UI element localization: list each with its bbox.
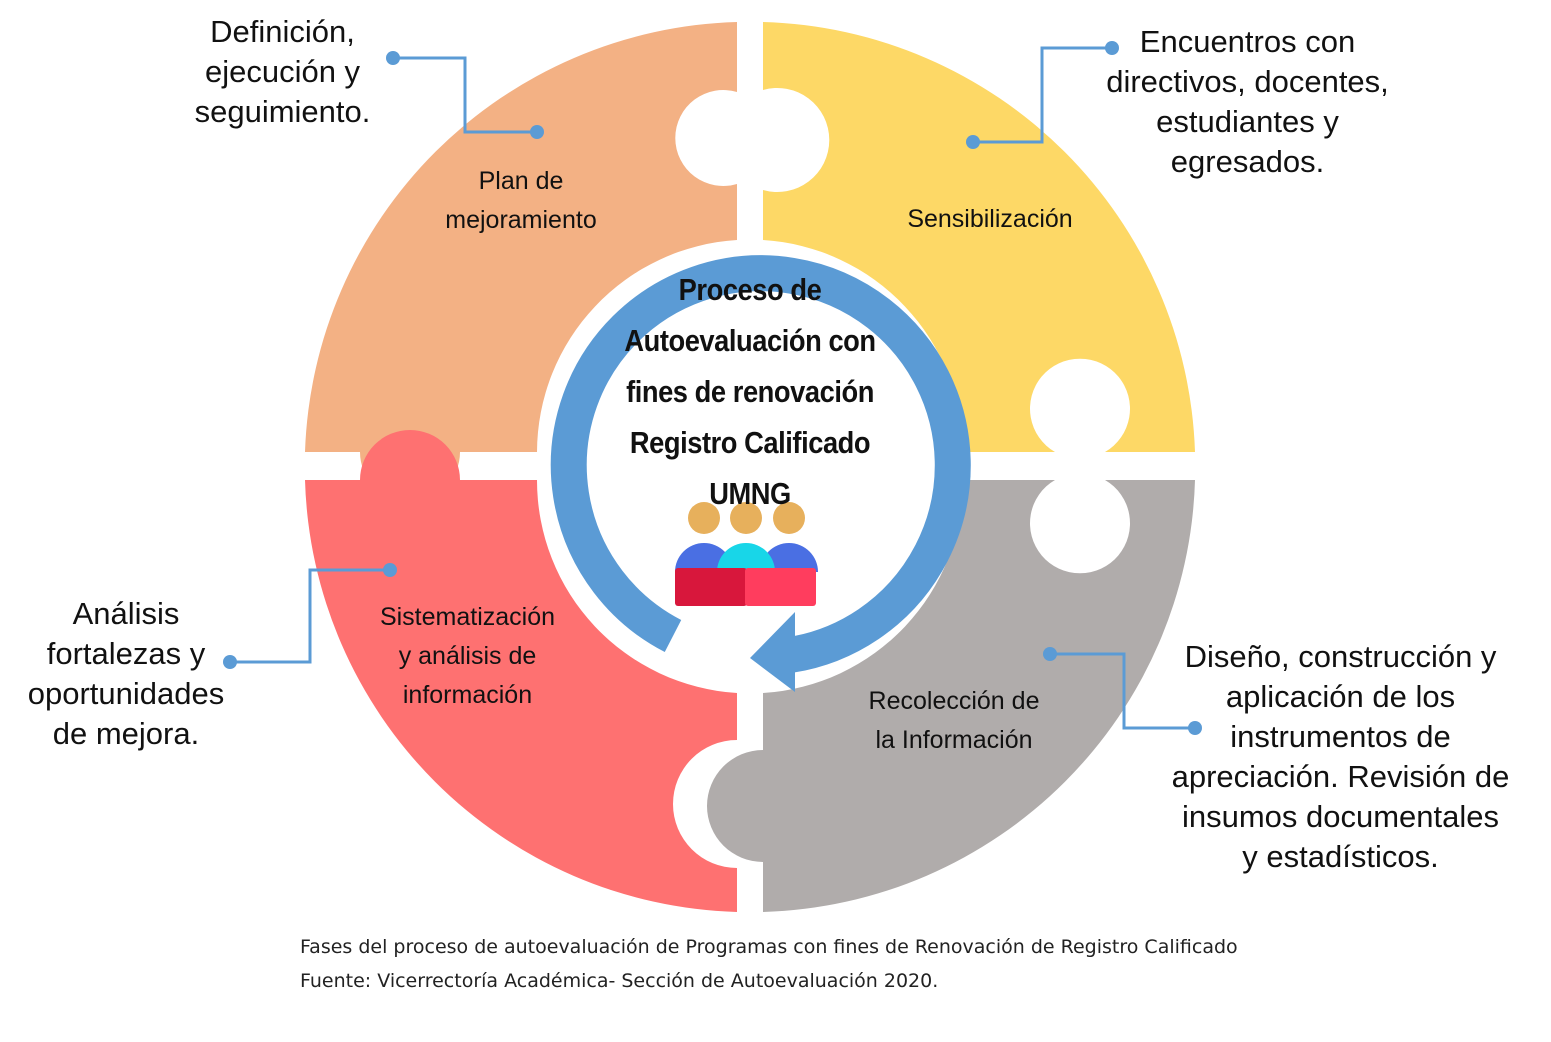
callout-sensibilizacion: Encuentros con directivos, docentes, est…	[1085, 22, 1410, 182]
callout-sistematizacion: Análisis fortalezas y oportunidades de m…	[10, 594, 242, 754]
phase-label-sistematizacion: Sistematización y análisis de informació…	[335, 598, 600, 715]
phase-label-line: Sistematización	[379, 603, 556, 631]
callout-line: apreciación. Revisión de	[1171, 759, 1510, 794]
connector-sistematizacion	[230, 568, 390, 664]
phase-label-line: la Información	[875, 726, 1033, 754]
cycle-arrow-head	[750, 612, 795, 692]
phase-label-line: Recolección de	[868, 687, 1040, 715]
callout-line: Encuentros con	[1139, 24, 1356, 59]
callout-line: Definición,	[210, 14, 355, 49]
callout-line: oportunidades	[27, 676, 225, 711]
figure-source: Fuente: Vicerrectoría Académica- Sección…	[300, 970, 939, 992]
callout-line: insumos documentales	[1181, 799, 1500, 834]
callout-line: aplicación de los	[1225, 679, 1456, 714]
center-disc	[550, 266, 950, 666]
callout-line: instrumentos de	[1230, 719, 1451, 754]
connector-dots	[223, 41, 1202, 735]
center-title-line: Registro Calificado	[629, 425, 871, 460]
callout-line: egresados.	[1170, 144, 1325, 179]
phase-label-line: mejoramiento	[445, 206, 597, 234]
phase-label-line: y análisis de	[398, 642, 537, 670]
callout-line: y estadísticos.	[1242, 839, 1439, 874]
center-title: Proceso de Autoevaluación con fines de r…	[574, 264, 926, 519]
phase-label-plan: Plan de mejoramiento	[401, 162, 641, 240]
connector-plan	[393, 56, 537, 134]
connector-sensibilizacion	[973, 46, 1112, 144]
callout-line: Análisis	[72, 596, 180, 631]
cycle-arrow-ring	[550, 255, 971, 673]
callout-recoleccion: Diseño, construcción y aplicación de los…	[1148, 637, 1533, 877]
phase-label-line: información	[402, 681, 533, 709]
people-group-icon	[675, 502, 818, 606]
callout-line: estudiantes y	[1156, 104, 1339, 139]
center-title-line: Proceso de	[678, 272, 822, 307]
callout-line: fortalezas y	[46, 636, 206, 671]
callout-line: ejecución y	[204, 54, 361, 89]
callout-plan: Definición, ejecución y seguimiento.	[160, 12, 405, 132]
phase-label-line: Sensibilización	[907, 205, 1073, 233]
center-title-line: fines de renovación	[626, 374, 874, 409]
callout-line: Diseño, construcción y	[1184, 639, 1497, 674]
phase-label-line: Plan de	[478, 167, 564, 195]
callout-line: directivos, docentes,	[1106, 64, 1389, 99]
center-title-line: Autoevaluación con	[624, 323, 876, 358]
figure-caption: Fases del proceso de autoevaluación de P…	[300, 936, 1238, 958]
connector-recoleccion	[1050, 652, 1195, 730]
puzzle-piece-sensibilizacion	[763, 22, 1195, 452]
center-title-line: UMNG	[709, 476, 791, 511]
callout-connectors	[230, 46, 1195, 730]
puzzle-piece-recoleccion	[707, 480, 1195, 912]
puzzle-piece-sistematizacion	[305, 430, 737, 912]
phase-label-recoleccion: Recolección de la Información	[834, 682, 1074, 760]
callout-line: seguimiento.	[194, 94, 371, 129]
phase-label-sensibilizacion: Sensibilización	[870, 200, 1110, 239]
puzzle-piece-plan	[305, 22, 737, 502]
callout-line: de mejora.	[52, 716, 200, 751]
